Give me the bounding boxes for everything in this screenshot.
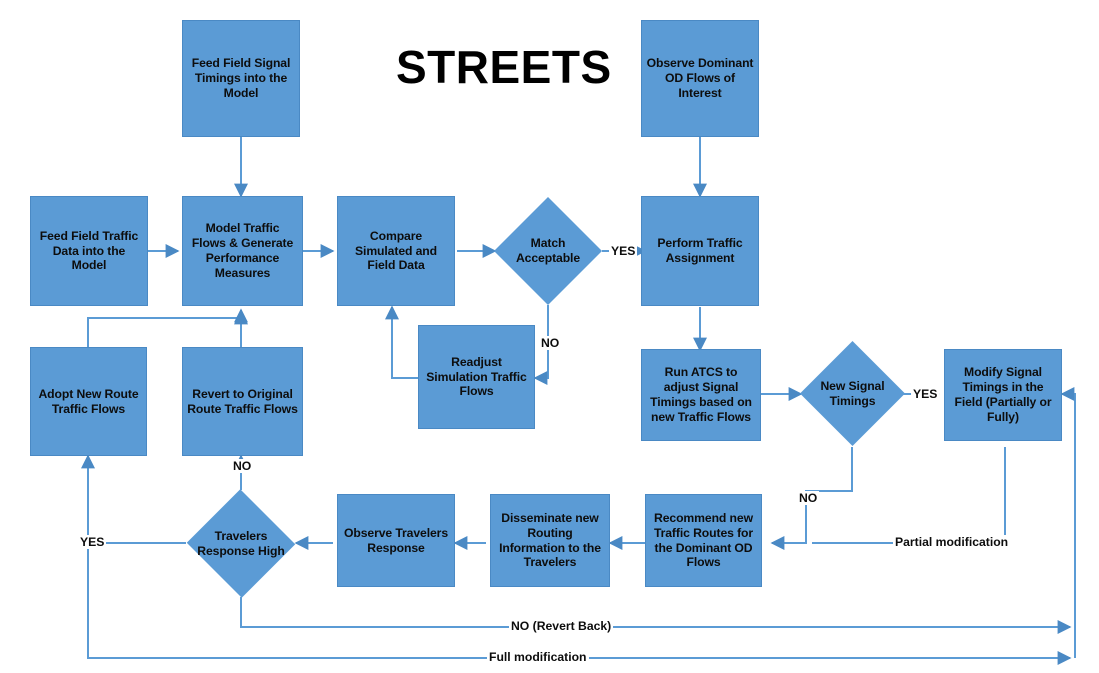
node-readjust[interactable]: Readjust Simulation Traffic Flows [418, 325, 535, 429]
node-label: Compare Simulated and Field Data [355, 228, 437, 273]
node-travelers-response-high[interactable]: Travelers Response High [186, 489, 296, 598]
node-revert-original[interactable]: Revert to Original Route Traffic Flows [182, 347, 303, 456]
node-compare[interactable]: Compare Simulated and Field Data [337, 196, 455, 306]
node-adopt-new-route[interactable]: Adopt New Route Traffic Flows [30, 347, 147, 456]
edge-label-yes-travelers: YES [78, 535, 107, 549]
node-label: Adopt New Route Traffic Flows [38, 386, 139, 416]
node-label: Readjust Simulation Traffic Flows [426, 354, 527, 399]
node-model-flows[interactable]: Model Traffic Flows & Generate Performan… [182, 196, 303, 306]
node-label: Run ATCS to adjust Signal Timings based … [650, 365, 752, 424]
node-label: Revert to Original Route Traffic Flows [187, 386, 298, 416]
node-label: Modify Signal Timings in the Field (Part… [954, 365, 1052, 424]
edge-label-no-new-timings: NO [797, 491, 820, 505]
diagram-title: STREETS [396, 41, 612, 93]
edge-label-full-modification: Full modification [487, 650, 589, 664]
edge-label-yes-match: YES [609, 244, 638, 258]
node-observe-od[interactable]: Observe Dominant OD Flows of Interest [641, 20, 759, 137]
node-match-acceptable[interactable]: Match Acceptable [493, 196, 603, 306]
node-perform-assignment[interactable]: Perform Traffic Assignment [641, 196, 759, 306]
node-feed-traffic[interactable]: Feed Field Traffic Data into the Model [30, 196, 148, 306]
node-new-signal-timings[interactable]: New Signal Timings [799, 340, 906, 447]
edge-label-no-revert-back: NO (Revert Back) [509, 619, 614, 633]
edge-label-partial-modification: Partial modification [893, 535, 1011, 549]
node-feed-signal[interactable]: Feed Field Signal Timings into the Model [182, 20, 300, 137]
node-label: Observe Travelers Response [344, 525, 448, 555]
node-run-atcs[interactable]: Run ATCS to adjust Signal Timings based … [641, 349, 761, 441]
node-recommend-routes[interactable]: Recommend new Traffic Routes for the Dom… [645, 494, 762, 587]
node-label: Observe Dominant OD Flows of Interest [646, 56, 754, 100]
node-label: Model Traffic Flows & Generate Performan… [191, 221, 294, 280]
node-label: Match Acceptable [515, 236, 581, 265]
edge-label-no-travelers: NO [231, 459, 254, 473]
node-label: Feed Field Signal Timings into the Model [191, 56, 291, 100]
node-modify-signal[interactable]: Modify Signal Timings in the Field (Part… [944, 349, 1062, 441]
edge-label-no-match: NO [539, 336, 562, 350]
node-label: Feed Field Traffic Data into the Model [39, 228, 139, 273]
node-label: Perform Traffic Assignment [657, 236, 743, 265]
edge-label-yes-new-timings: YES [911, 387, 940, 401]
node-label: Travelers Response High [197, 528, 285, 558]
node-label: Recommend new Traffic Routes for the Dom… [653, 510, 754, 570]
node-disseminate[interactable]: Disseminate new Routing Information to t… [490, 494, 610, 587]
node-observe-travelers[interactable]: Observe Travelers Response [337, 494, 455, 587]
node-label: Disseminate new Routing Information to t… [499, 510, 601, 570]
node-label: New Signal Timings [820, 378, 885, 408]
